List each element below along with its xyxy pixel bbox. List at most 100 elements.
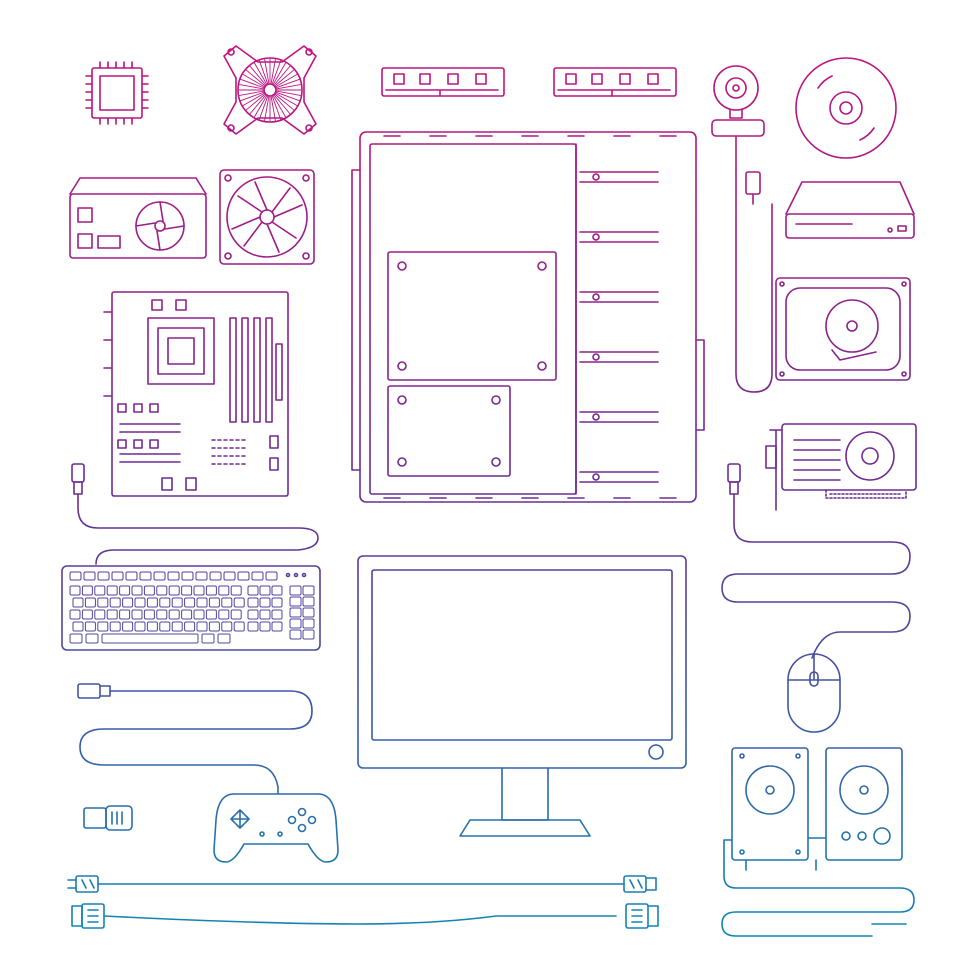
ram-stick-icon xyxy=(554,68,676,96)
heatsink-fin-line xyxy=(243,75,264,87)
keyboard-key xyxy=(135,622,145,631)
indicator-light xyxy=(287,574,290,577)
keyboard-key xyxy=(98,572,109,580)
motherboard-icon xyxy=(104,292,288,496)
heatsink-fin-line xyxy=(274,96,286,117)
keyboard-icon xyxy=(62,566,320,650)
keyboard-key xyxy=(182,610,192,619)
usb-cable-icon xyxy=(722,464,910,658)
keyboard-key xyxy=(222,622,232,631)
keyboard-key xyxy=(272,622,282,631)
keyboard-key xyxy=(260,610,270,619)
optical-drive-icon xyxy=(786,182,914,238)
cpu-chip-icon xyxy=(86,62,148,124)
keyboard-key xyxy=(252,572,263,580)
pc-case-icon xyxy=(352,132,704,502)
keyboard-key xyxy=(95,610,105,619)
keyboard-key xyxy=(248,598,258,607)
keyboard-key xyxy=(144,610,154,619)
heatsink-fan-icon xyxy=(224,46,316,134)
webcam-icon xyxy=(712,66,772,392)
optical-disc-icon xyxy=(796,58,896,158)
heatsink-fin-line xyxy=(241,79,264,87)
monitor-icon xyxy=(358,556,686,836)
keyboard-key xyxy=(107,610,117,619)
keyboard-key xyxy=(169,586,179,595)
keyboard-key xyxy=(248,610,258,619)
heatsink-fin-line xyxy=(274,66,289,84)
gamepad-icon xyxy=(214,794,338,862)
keyboard-key xyxy=(206,586,216,595)
keyboard-key xyxy=(120,610,130,619)
keyboard-key xyxy=(157,586,167,595)
keyboard-key xyxy=(303,630,314,639)
usb-flash-drive-icon xyxy=(84,806,132,830)
keyboard-key xyxy=(147,622,157,631)
usb-cable-icon xyxy=(78,684,312,793)
heatsink-fin-line xyxy=(272,61,280,84)
keyboard-key xyxy=(290,619,301,628)
keyboard-key xyxy=(82,610,92,619)
heatsink-fin-line xyxy=(259,97,267,120)
keyboard-key xyxy=(86,634,98,643)
keyboard-key xyxy=(224,572,235,580)
heatsink-fin-line xyxy=(274,95,289,113)
keyboard-key xyxy=(194,610,204,619)
case-fan-icon xyxy=(220,170,314,264)
heatsink-fin-line xyxy=(243,94,264,106)
keyboard-key xyxy=(290,597,301,606)
heatsink-fin-line xyxy=(255,63,267,84)
keyboard-key xyxy=(85,622,95,631)
keyboard-key xyxy=(209,622,219,631)
keyboard-key xyxy=(219,586,229,595)
keyboard-key xyxy=(160,622,170,631)
heatsink-fin-line xyxy=(250,66,265,84)
keyboard-key xyxy=(248,622,258,631)
keyboard-key xyxy=(196,572,207,580)
keyboard-key xyxy=(82,586,92,595)
keyboard-key xyxy=(266,572,277,580)
keyboard-key xyxy=(231,610,241,619)
keyboard-key xyxy=(160,598,170,607)
keyboard-key xyxy=(222,598,232,607)
heatsink-fin-line xyxy=(277,85,301,89)
heatsink-fin-line xyxy=(250,95,265,113)
keyboard-key xyxy=(169,610,179,619)
heatsink-fin-line xyxy=(271,97,275,121)
keyboard-key xyxy=(110,622,120,631)
keyboard-key xyxy=(123,622,133,631)
graphics-card-icon xyxy=(766,424,916,510)
keyboard-key xyxy=(197,598,207,607)
keyboard-key xyxy=(144,586,154,595)
keyboard-key xyxy=(185,598,195,607)
hdmi-cable-icon xyxy=(68,876,656,892)
keyboard-key xyxy=(303,586,314,595)
heatsink-fin-line xyxy=(277,79,300,87)
keyboard-key xyxy=(85,598,95,607)
heatsink-fin-line xyxy=(239,91,263,95)
heatsink-fin-line xyxy=(241,92,264,100)
speakers-icon xyxy=(722,748,914,936)
keyboard-key xyxy=(70,634,82,643)
keyboard-key xyxy=(95,586,105,595)
keyboard-key xyxy=(238,572,249,580)
keyboard-key xyxy=(290,608,301,617)
keyboard-key xyxy=(219,610,229,619)
heatsink-fin-line xyxy=(275,94,293,109)
vga-cable-icon xyxy=(72,904,658,928)
keyboard-key xyxy=(157,610,167,619)
keyboard-key xyxy=(73,622,83,631)
keyboard-key xyxy=(218,634,230,643)
ram-stick-icon xyxy=(382,68,504,96)
usb-cable-icon xyxy=(72,464,318,564)
keyboard-key xyxy=(98,622,108,631)
keyboard-key xyxy=(140,572,151,580)
heatsink-fin-line xyxy=(246,70,264,85)
heatsink-fin-line xyxy=(272,97,280,120)
keyboard-key xyxy=(70,610,80,619)
keyboard-key xyxy=(194,586,204,595)
keyboard-key xyxy=(260,586,270,595)
keyboard-key xyxy=(102,634,198,643)
heatsink-fin-line xyxy=(246,94,264,109)
